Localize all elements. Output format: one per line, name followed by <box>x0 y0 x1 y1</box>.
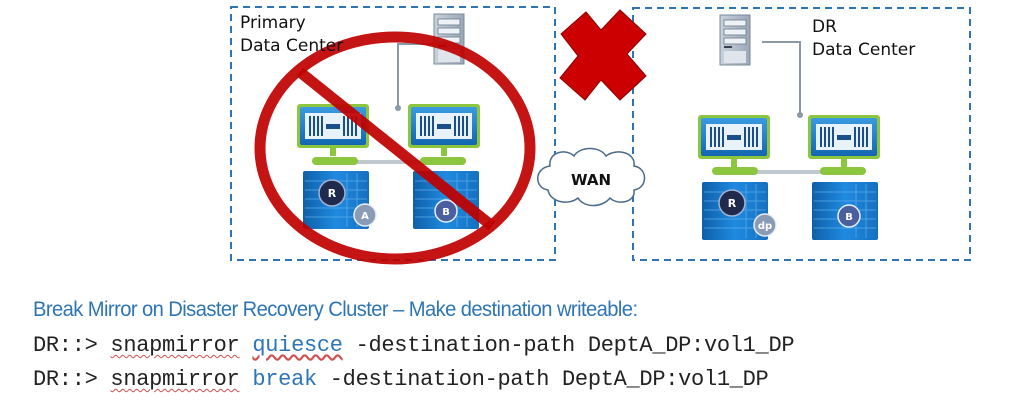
prohibited-icon <box>254 31 536 265</box>
cli-tool: snapmirror <box>110 367 240 392</box>
svg-text:dp: dp <box>758 221 772 232</box>
replication-diagram: R A B R dp <box>230 6 971 265</box>
primary-badge-r: R <box>318 179 346 207</box>
primary-dc-label-line2: Data Center <box>240 36 344 56</box>
svg-text:B: B <box>845 212 853 223</box>
dr-dc-border <box>632 7 971 261</box>
cli-verb: quiesce <box>252 333 343 358</box>
dr-server-icon <box>719 14 751 66</box>
cli-tool: snapmirror <box>110 333 240 358</box>
cli-args: -destination-path DeptA_DP:vol1_DP <box>342 333 795 358</box>
primary-dc-label: Primary Data Center <box>240 12 343 58</box>
dr-controller-a-icon <box>697 114 771 168</box>
dr-controller-b-icon <box>807 114 881 168</box>
dr-badge-b: B <box>837 204 861 228</box>
command-line-break: DR::> snapmirror break -destination-path… <box>33 367 769 392</box>
cli-verb: break <box>252 367 317 392</box>
caption: Break Mirror on Disaster Recovery Cluste… <box>33 298 638 321</box>
dr-dc-label-line2: Data Center <box>812 40 916 60</box>
dr-dc-label-line1: DR <box>812 17 837 37</box>
wan-label: WAN <box>571 171 612 189</box>
svg-text:A: A <box>361 211 369 222</box>
svg-text:R: R <box>728 197 737 210</box>
wan-cloud-icon <box>537 147 646 207</box>
dr-badge-dp: dp <box>753 213 777 237</box>
dr-data-center: R dp B <box>632 7 971 261</box>
cli-prompt: DR::> <box>33 333 111 358</box>
cli-args: -destination-path DeptA_DP:vol1_DP <box>316 367 769 392</box>
svg-text:B: B <box>442 207 450 218</box>
dr-server-link <box>762 41 801 115</box>
dr-badge-r: R <box>718 189 746 217</box>
primary-badge-a: A <box>353 203 377 227</box>
primary-dc-label-line1: Primary <box>240 13 306 33</box>
primary-badge-b: B <box>434 199 458 223</box>
primary-controller-b-icon <box>407 103 481 157</box>
svg-text:R: R <box>328 187 337 200</box>
command-line-quiesce: DR::> snapmirror quiesce -destination-pa… <box>33 333 795 358</box>
primary-server-link <box>397 43 436 108</box>
cli-prompt: DR::> <box>33 367 111 392</box>
link-broken-x-icon <box>559 9 647 101</box>
dr-dc-label: DR Data Center <box>812 16 915 62</box>
